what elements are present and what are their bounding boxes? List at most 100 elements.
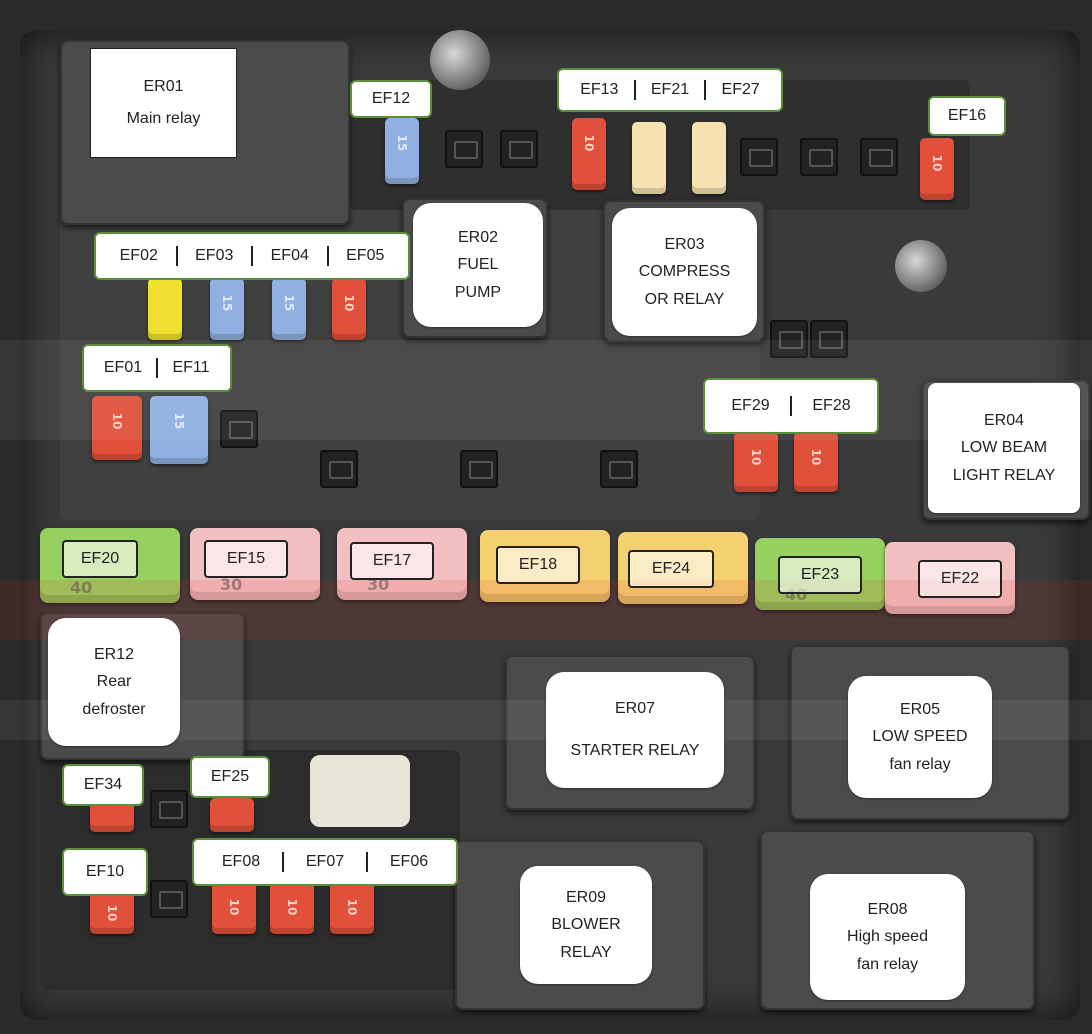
relay-description: OR RELAY [644, 290, 725, 308]
empty-fuse-socket [150, 880, 188, 918]
fuse-rating: 10 [345, 898, 359, 916]
empty-fuse-socket [800, 138, 838, 176]
fuse-label-ef23: EF23 [778, 556, 862, 594]
fuse-rating: 10 [582, 134, 596, 152]
relay-code: ER01 [143, 78, 184, 95]
fuse-label-ef18: EF18 [496, 546, 580, 584]
relay-code: ER04 [983, 412, 1025, 430]
relay-label-er12: ER12 Rear defroster [48, 618, 180, 746]
relay-description: BLOWER [551, 916, 621, 934]
empty-fuse-socket [320, 450, 358, 488]
empty-fuse-socket [770, 320, 808, 358]
relay-description: PUMP [454, 283, 502, 301]
fuse-code: EF07 [282, 851, 366, 873]
fuse-code: EF15 [226, 550, 266, 567]
relay-description: STARTER RELAY [570, 742, 700, 759]
relay-description: fan relay [856, 955, 919, 973]
fuse-code: EF16 [947, 106, 987, 124]
fuse-label-ef20: EF20 [62, 540, 138, 578]
relay-label-er07: ER07 STARTER RELAY [546, 672, 724, 788]
fuse-code: EF11 [156, 357, 224, 379]
bolt-top [430, 30, 490, 90]
fuse-code: EF34 [83, 775, 123, 793]
fuse-code: EF04 [251, 245, 327, 267]
relay-code: ER09 [565, 889, 607, 907]
relay-code: ER02 [457, 229, 499, 247]
relay-code: ER07 [614, 700, 656, 718]
fuse-label-group-ef29-ef28: EF29 EF28 [703, 378, 879, 434]
fuse-rating: 15 [220, 294, 234, 312]
fuse-code: EF17 [372, 552, 412, 569]
fuse-code: EF18 [518, 556, 558, 573]
empty-fuse-socket [810, 320, 848, 358]
fuse-rating: 10 [809, 448, 823, 466]
fuse-label-ef22: EF22 [918, 560, 1002, 598]
fuse-rating: 30 [220, 575, 243, 594]
fuse-ef13: 10 [572, 118, 606, 190]
empty-fuse-socket [600, 450, 638, 488]
fuse-code: EF20 [80, 550, 120, 567]
fuse-code: EF22 [940, 570, 980, 587]
fuse-rating: 10 [110, 412, 124, 430]
fuse-ef08: 10 [212, 882, 256, 934]
empty-fuse-socket [220, 410, 258, 448]
relay-code: ER03 [664, 236, 705, 254]
fuse-ef03: 15 [210, 278, 244, 340]
empty-fuse-socket [740, 138, 778, 176]
fuse-rating: 10 [227, 898, 241, 916]
fuse-ef04: 15 [272, 278, 306, 340]
fuse-ef12: 15 [385, 118, 419, 184]
relay-description: COMPRESS [638, 263, 731, 281]
relay-description: LIGHT RELAY [952, 466, 1056, 484]
fuse-label-group-ef13-ef21-ef27: EF13 EF21 EF27 [557, 68, 783, 112]
fuse-code: EF13 [580, 80, 619, 98]
empty-fuse-socket [150, 790, 188, 828]
fuse-ef07: 10 [270, 882, 314, 934]
relay-description: LOW BEAM [960, 439, 1048, 457]
fuse-ef16: 10 [920, 138, 954, 200]
bolt-right [895, 240, 947, 292]
fuse-ef11: 15 [150, 396, 208, 464]
fuse-code: EF01 [103, 358, 143, 376]
relay-description: Rear [96, 673, 132, 691]
fuse-code: EF06 [366, 851, 450, 873]
fuse-rating: 10 [285, 898, 299, 916]
fuse-ef05: 10 [332, 278, 366, 340]
fuse-code: EF08 [221, 852, 261, 870]
fuse-label-ef17: EF17 [350, 542, 434, 580]
relay-description: High speed [847, 928, 928, 946]
fuse-rating: 15 [172, 412, 186, 430]
fuse-code: EF10 [85, 862, 125, 880]
fuse-ef25 [210, 798, 254, 832]
fuse-label-group-ef02-ef05: EF02 EF03 EF04 EF05 [94, 232, 410, 280]
relay-label-er01: ER01 Main relay [90, 48, 237, 158]
fuse-code: EF05 [326, 245, 403, 267]
relay-description: defroster [82, 700, 146, 718]
fuse-label-ef10: EF10 [62, 848, 148, 896]
relay-description: Main relay [126, 110, 201, 127]
white-connector [310, 755, 410, 827]
relay-code: ER08 [867, 901, 908, 919]
fuse-label-ef16: EF16 [928, 96, 1006, 136]
fuse-rating: 40 [70, 578, 93, 597]
relay-label-er08: ER08 High speed fan relay [810, 874, 965, 1000]
fuse-code: EF03 [175, 245, 252, 267]
relay-label-er04: ER04 LOW BEAM LIGHT RELAY [928, 383, 1080, 513]
empty-fuse-socket [460, 450, 498, 488]
fuse-rating: 10 [105, 904, 119, 922]
relay-label-er09: ER09 BLOWER RELAY [520, 866, 652, 984]
fuse-rating: 10 [930, 154, 944, 172]
fuse-ef21 [632, 122, 666, 194]
relay-description: RELAY [560, 943, 612, 961]
empty-fuse-socket [500, 130, 538, 168]
relay-label-er02: ER02 FUEL PUMP [413, 203, 543, 327]
fuse-label-ef25: EF25 [190, 756, 270, 798]
fuse-code: EF29 [731, 396, 770, 414]
fuse-code: EF23 [800, 566, 840, 583]
fuse-label-group-ef08-ef06: EF08 EF07 EF06 [192, 838, 458, 886]
fuse-label-ef34: EF34 [62, 764, 144, 806]
empty-fuse-socket [445, 130, 483, 168]
fuse-code: EF21 [633, 79, 705, 101]
fuse-code: EF02 [119, 246, 158, 264]
fuse-label-ef24: EF24 [628, 550, 714, 588]
